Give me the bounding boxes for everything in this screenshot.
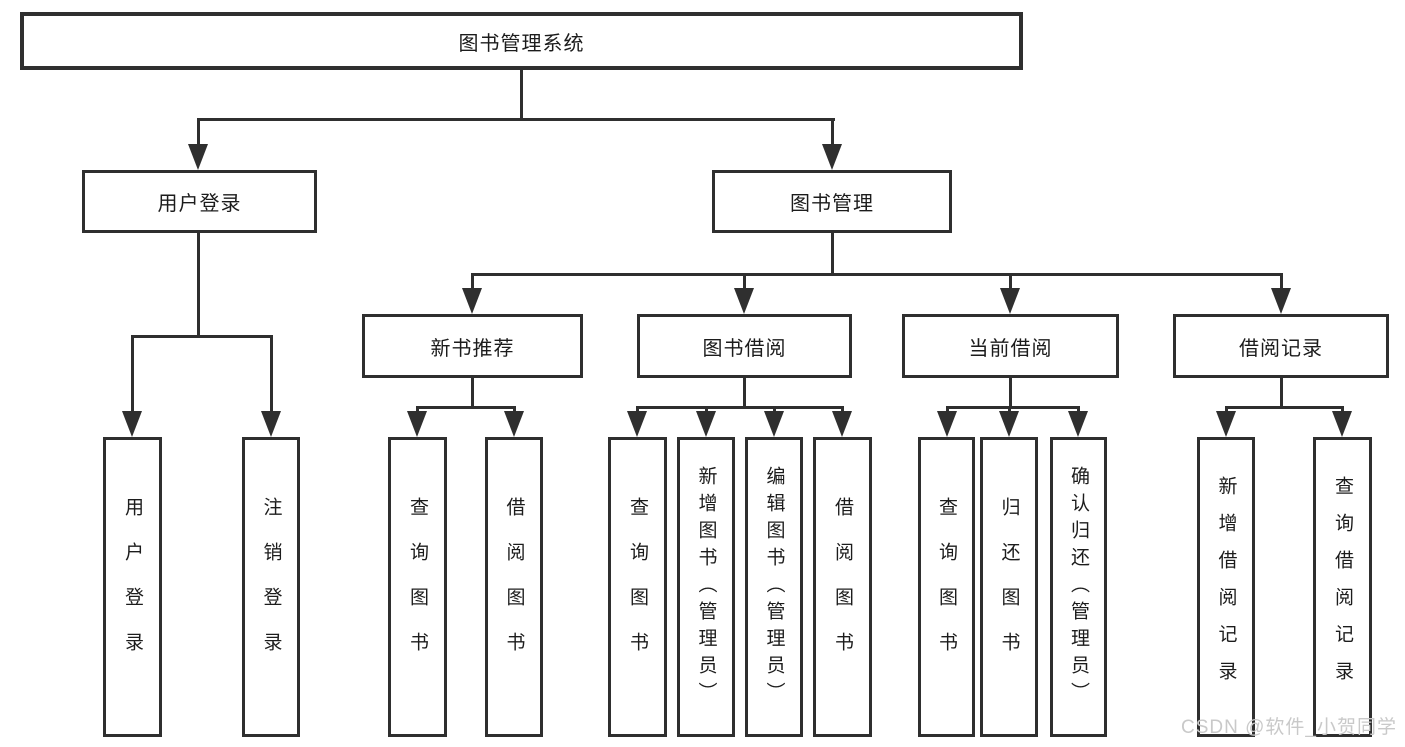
arrow-down-icon: [462, 288, 482, 314]
connector-drop: [773, 406, 776, 414]
connector-drop: [131, 335, 134, 413]
arrow-down-icon: [122, 411, 142, 437]
arrow-down-icon: [937, 411, 957, 437]
csdn-watermark: CSDN @软件_小贺同学: [1181, 717, 1397, 738]
node-label: 图书管理系统: [458, 32, 585, 55]
connector-drop: [1225, 406, 1228, 414]
connector-drop: [270, 335, 273, 413]
arrow-down-icon: [188, 144, 208, 170]
arrow-down-icon: [1216, 411, 1236, 437]
connector-branch: [416, 406, 516, 409]
connector-stem: [1280, 378, 1283, 406]
leaf-label: 注销登录: [260, 497, 282, 677]
connector-branch: [636, 406, 844, 409]
leaf-label: 查询图书: [627, 497, 648, 677]
arrow-down-icon: [1068, 411, 1088, 437]
connector-drop: [636, 406, 639, 414]
connector-stem: [471, 378, 474, 406]
leaf-cb-query-book: 查询图书: [918, 437, 975, 737]
leaf-br-add-record: 新增借阅记录: [1197, 437, 1255, 737]
connector-drop: [743, 273, 746, 290]
leaf-user-login: 用户登录: [103, 437, 162, 737]
connector-drop: [1280, 273, 1283, 290]
leaf-bb-edit-book-admin: 编辑图书（管理员）: [745, 437, 803, 737]
leaf-label: 新增借阅记录: [1215, 476, 1237, 698]
connector-drop: [416, 406, 419, 414]
node-current-borrow: 当前借阅: [902, 314, 1119, 378]
arrow-down-icon: [407, 411, 427, 437]
node-label: 图书管理: [790, 193, 874, 215]
connector-drop: [471, 273, 474, 290]
leaf-label: 编辑图书（管理员）: [763, 465, 785, 709]
leaf-label: 借阅图书: [503, 497, 525, 677]
arrow-down-icon: [999, 411, 1019, 437]
arrow-down-icon: [261, 411, 281, 437]
node-library-management-system: 图书管理系统: [20, 12, 1023, 70]
connector-mgmt-stem: [831, 233, 834, 273]
arrow-down-icon: [734, 288, 754, 314]
node-label: 图书借阅: [702, 337, 787, 360]
node-label: 当前借阅: [968, 337, 1053, 360]
leaf-label: 确认归还（管理员）: [1068, 465, 1089, 709]
leaf-cb-confirm-return-admin: 确认归还（管理员）: [1050, 437, 1107, 737]
leaf-bb-borrow-book: 借阅图书: [813, 437, 872, 737]
leaf-label: 查询图书: [407, 497, 428, 677]
connector-drop: [197, 118, 200, 148]
connector-drop: [513, 406, 516, 414]
leaf-logout: 注销登录: [242, 437, 300, 737]
leaf-label: 归还图书: [998, 497, 1020, 677]
node-user-login: 用户登录: [82, 170, 317, 233]
arrow-down-icon: [822, 144, 842, 170]
connector-login-branch: [131, 335, 273, 338]
arrow-down-icon: [1332, 411, 1352, 437]
leaf-label: 新增图书（管理员）: [695, 465, 717, 709]
node-new-book-recommend: 新书推荐: [362, 314, 583, 378]
leaf-nb-query-book: 查询图书: [388, 437, 447, 737]
arrow-down-icon: [1000, 288, 1020, 314]
node-book-management: 图书管理: [712, 170, 952, 233]
connector-drop: [1008, 406, 1011, 414]
leaf-bb-query-book: 查询图书: [608, 437, 667, 737]
node-borrow-records: 借阅记录: [1173, 314, 1389, 378]
connector-branch: [946, 406, 1079, 409]
leaf-cb-return-book: 归还图书: [980, 437, 1038, 737]
connector-drop: [1009, 273, 1012, 290]
connector-mgmt-branch: [471, 273, 1283, 276]
leaf-label: 查询借阅记录: [1332, 476, 1353, 698]
arrow-down-icon: [627, 411, 647, 437]
node-book-borrow: 图书借阅: [637, 314, 852, 378]
leaf-bb-add-book-admin: 新增图书（管理员）: [677, 437, 735, 737]
node-label: 新书推荐: [430, 337, 515, 360]
arrow-down-icon: [1271, 288, 1291, 314]
connector-drop: [831, 118, 834, 148]
arrow-down-icon: [696, 411, 716, 437]
connector-root-branch: [197, 118, 835, 121]
connector-drop: [705, 406, 708, 414]
connector-root-stem: [520, 70, 523, 120]
leaf-label: 用户登录: [122, 497, 143, 677]
connector-branch: [1225, 406, 1344, 409]
connector-login-stem: [197, 233, 200, 335]
leaf-br-query-record: 查询借阅记录: [1313, 437, 1372, 737]
leaf-nb-borrow-book: 借阅图书: [485, 437, 543, 737]
connector-drop: [1077, 406, 1080, 414]
connector-drop: [946, 406, 949, 414]
connector-drop: [1341, 406, 1344, 414]
node-label: 用户登录: [157, 193, 242, 215]
arrow-down-icon: [832, 411, 852, 437]
node-label: 借阅记录: [1239, 337, 1323, 360]
leaf-label: 借阅图书: [832, 497, 853, 677]
connector-stem: [743, 378, 746, 406]
leaf-label: 查询图书: [936, 497, 957, 677]
arrow-down-icon: [764, 411, 784, 437]
connector-stem: [1009, 378, 1012, 406]
connector-drop: [841, 406, 844, 414]
arrow-down-icon: [504, 411, 524, 437]
